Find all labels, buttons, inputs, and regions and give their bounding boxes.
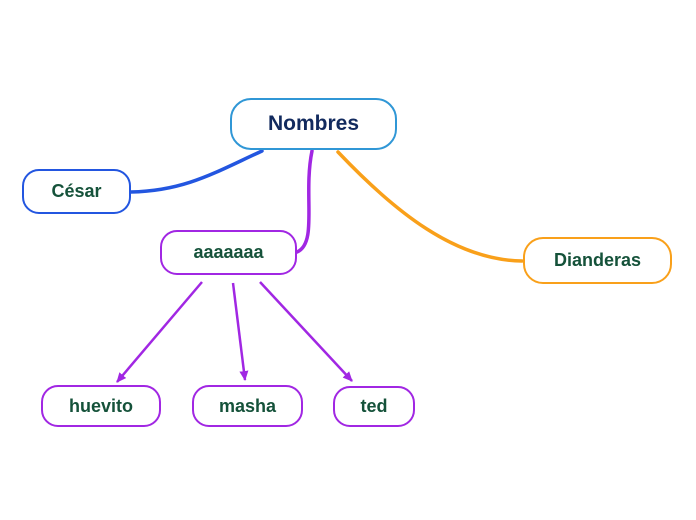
connector-aaaaaaa-masha: [231, 282, 249, 381]
connector-nombres-aaaaaaa: [295, 149, 314, 254]
node-ted[interactable]: ted: [333, 386, 415, 427]
node-huevito-label: huevito: [68, 395, 133, 416]
node-cesar[interactable]: César: [22, 169, 131, 214]
node-dianderas[interactable]: Dianderas: [523, 237, 672, 284]
node-dianderas-label: Dianderas: [553, 250, 642, 270]
connector-nombres-cesar: [129, 149, 264, 194]
node-masha-label: masha: [218, 395, 277, 416]
connector-aaaaaaa-huevito: [116, 281, 203, 383]
node-huevito[interactable]: huevito: [41, 385, 161, 427]
node-aaaaaaa-label: aaaaaaa: [193, 242, 264, 262]
node-nombres[interactable]: Nombres: [230, 98, 397, 150]
connector-nombres-dianderas: [336, 150, 524, 263]
node-nombres-label: Nombres: [267, 112, 360, 135]
node-cesar-label: César: [51, 181, 102, 201]
connector-aaaaaaa-ted: [259, 281, 353, 382]
node-masha[interactable]: masha: [192, 385, 303, 427]
node-ted-label: ted: [360, 396, 388, 416]
node-aaaaaaa[interactable]: aaaaaaa: [160, 230, 297, 275]
